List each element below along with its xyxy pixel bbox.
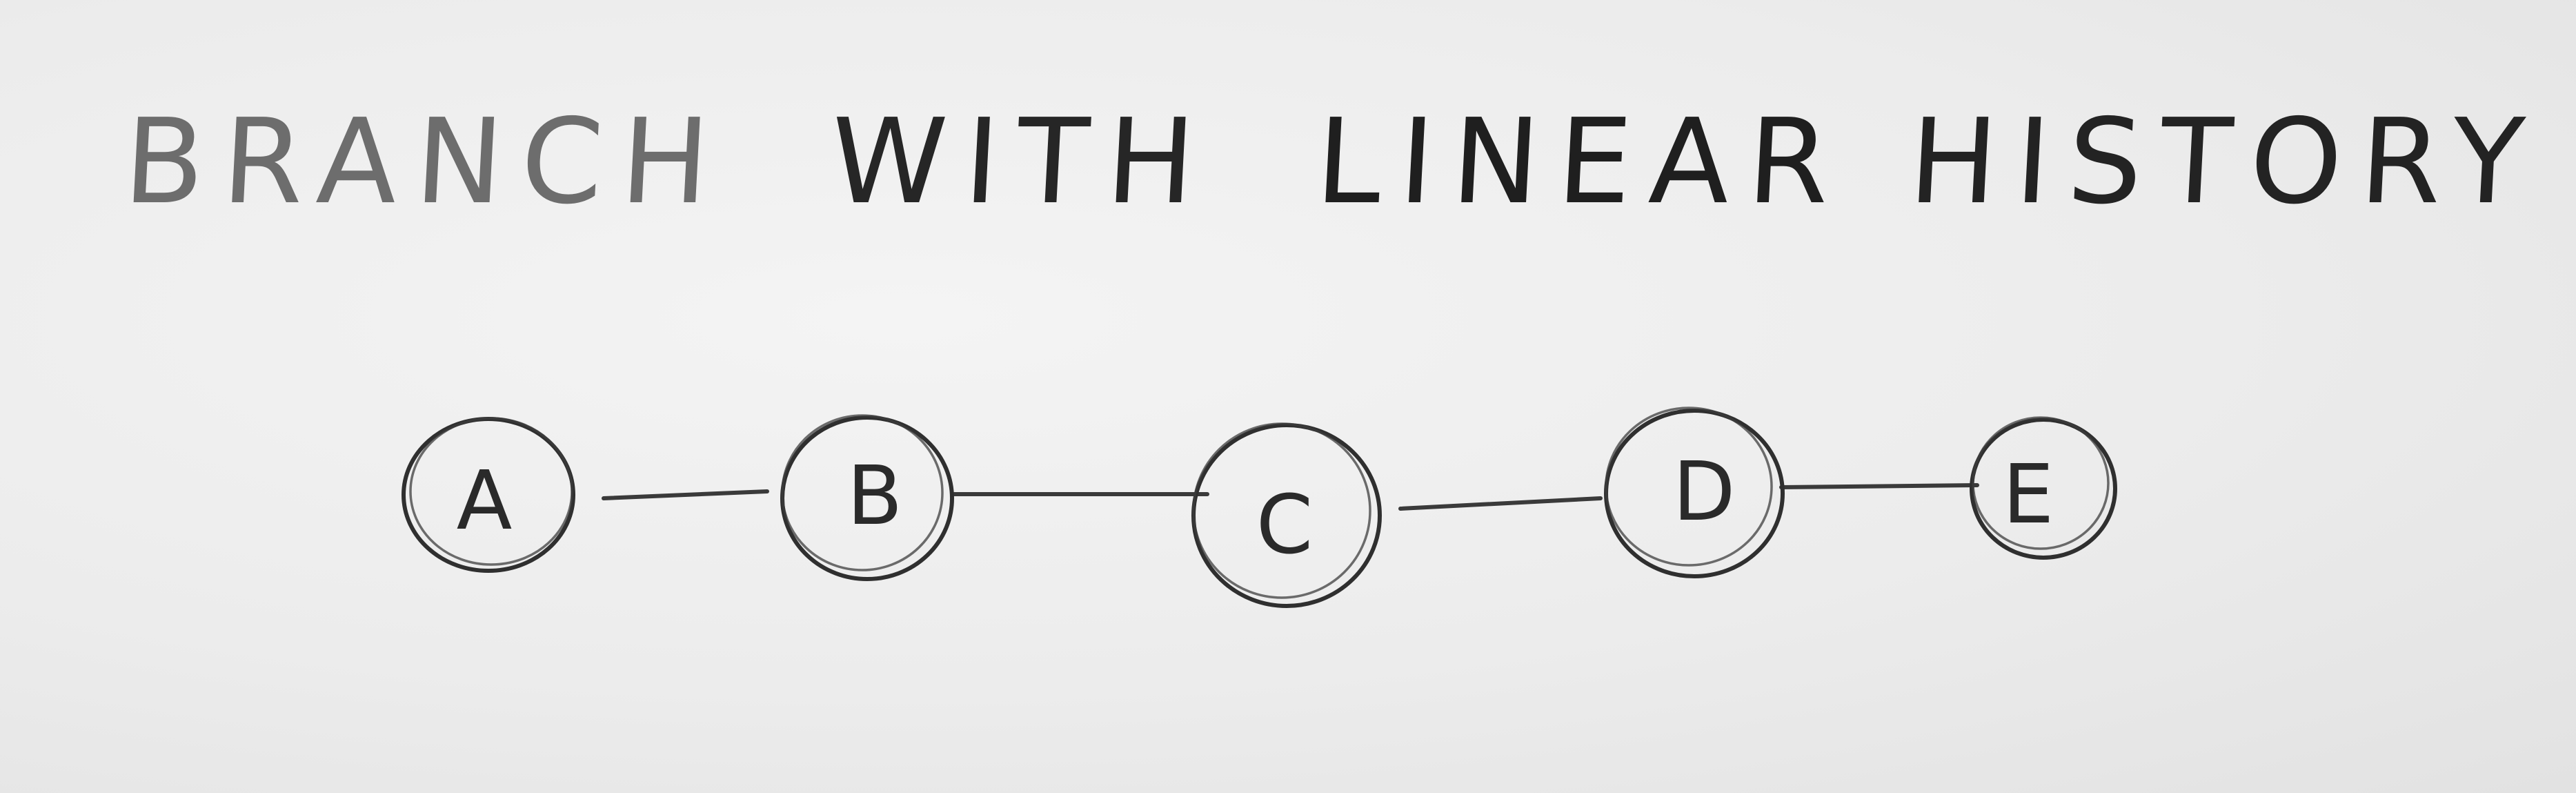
edge-a-b — [602, 489, 769, 500]
commit-node-b: B — [780, 414, 954, 581]
commit-node-a: A — [402, 417, 575, 573]
edge-c-d — [1398, 496, 1603, 511]
commit-node-d-label: D — [1673, 444, 1736, 539]
commit-node-e-circle — [1970, 418, 2117, 560]
commit-node-c-label: C — [1256, 477, 1313, 572]
commit-node-b-circle-overstroke — [781, 414, 944, 571]
commit-node-e: E — [1970, 416, 2117, 560]
edge-d-e — [1779, 483, 1979, 489]
commit-node-d: D — [1604, 407, 1785, 578]
commit-node-e-circle-overstroke — [1972, 416, 2110, 550]
commit-node-c-circle-overstroke — [1192, 422, 1371, 599]
edges-layer — [602, 483, 1979, 511]
commit-node-e-label: E — [2003, 447, 2054, 542]
commit-node-c: C — [1191, 422, 1382, 608]
commit-node-a-label: A — [457, 453, 513, 548]
commit-node-a-circle-overstroke — [409, 417, 573, 566]
commit-node-d-circle-overstroke — [1605, 407, 1773, 567]
commit-node-b-label: B — [847, 448, 903, 543]
